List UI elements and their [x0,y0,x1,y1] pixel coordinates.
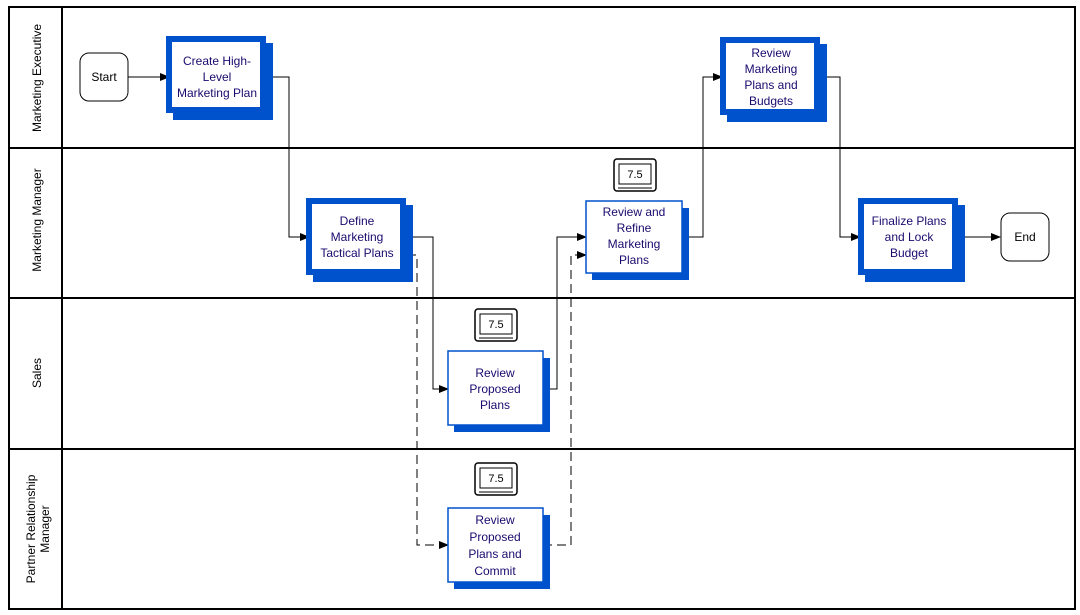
process-label-line: Review and [603,205,666,219]
process-label-line: Proposed [469,382,520,396]
process-label-line: Commit [474,564,516,578]
process-label-line: Marketing [331,230,384,244]
flow-create-to-define [264,76,310,241]
lane-label-line: Manager [38,505,52,552]
process-body [447,350,544,426]
flow-refine-to-review-exec [682,73,723,238]
process-label-line: Plans and [468,547,521,561]
process-body [864,204,952,269]
flow-partner-review-to-refine [543,251,587,546]
process-label-line: Plans and [744,78,797,92]
start-terminal-label: Start [91,70,117,84]
badge-inner [479,313,513,335]
end-terminal-label: End [1014,230,1035,244]
process-label-line: Define [340,214,375,228]
lane-label-line: Partner Relationship [24,474,38,583]
process-define-marketing-tactical-plans[interactable]: Define Marketing Tactical Plans [306,198,413,282]
badge-label: 7.5 [627,169,642,181]
process-label-line: Marketing Plan [177,86,257,100]
system-badge-icon: 7.5 [474,462,518,496]
process-label-line: Proposed [469,530,520,544]
lane-label-marketing-executive: Marketing Executive [30,24,44,132]
process-body [726,43,814,109]
start-terminal-shape [79,52,129,102]
end-terminal-shape [1000,212,1050,262]
system-badge-icon: 7.5 [613,158,657,192]
process-review-and-refine-marketing-plans[interactable]: Review and Refine Marketing Plans [585,200,689,280]
lane-label-partner-relationship-manager: Partner Relationship Manager [24,474,52,583]
system-badge-icon: 7.5 [474,308,518,342]
process-label-line: Review [475,366,515,380]
process-label-line: Marketing [745,62,798,76]
process-label-line: Tactical Plans [320,246,393,260]
start-terminal[interactable]: Start [79,52,129,102]
badge-inner [618,163,652,185]
badge-inner [479,467,513,489]
lane-label-marketing-manager: Marketing Manager [30,168,44,271]
process-label-line: Finalize Plans [872,214,947,228]
process-create-high-level-marketing-plan[interactable]: Create High- Level Marketing Plan [166,36,273,120]
flow-review-exec-to-finalize [820,76,861,241]
process-body [447,507,544,583]
lane-label-sales: Sales [30,358,44,388]
process-review-marketing-plans-and-budgets[interactable]: Review Marketing Plans and Budgets [720,37,827,122]
process-label-line: Level [203,70,232,84]
badge-label: 7.5 [488,473,503,485]
end-terminal[interactable]: End [1000,212,1050,262]
process-body [172,42,260,107]
flow-define-to-sales-review [407,236,449,393]
process-partner-review-proposed-plans-and-commit[interactable]: Review Proposed Plans and Commit [447,507,550,589]
process-body [585,200,683,274]
process-body [312,204,400,269]
process-label-line: Plans [480,398,510,412]
process-label-line: Create High- [183,54,251,68]
process-label-line: Plans [619,253,649,267]
process-label-line: Marketing [608,237,661,251]
badge-label: 7.5 [488,319,503,331]
process-finalize-plans-and-lock-budget[interactable]: Finalize Plans and Lock Budget [858,198,965,282]
process-label-line: Budget [890,246,929,260]
process-label-line: and Lock [885,230,935,244]
process-label-line: Budgets [749,94,793,108]
process-label-line: Review [751,46,791,60]
process-label-line: Review [475,513,515,527]
process-label-line: Refine [617,221,652,235]
process-sales-review-proposed-plans[interactable]: Review Proposed Plans [447,350,550,432]
